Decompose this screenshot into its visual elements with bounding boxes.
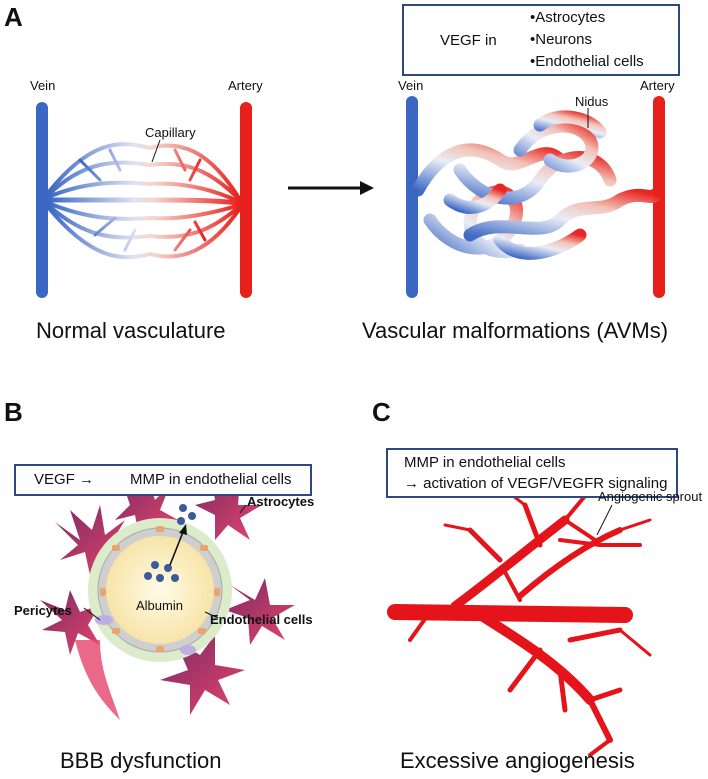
panel-b-letter: B bbox=[4, 397, 23, 427]
vein-left-label: Vein bbox=[30, 78, 56, 93]
vegf-arrow-text: VEGF → bbox=[34, 471, 95, 488]
angiogenic-vessel-tree bbox=[387, 468, 652, 757]
panel-c-letter: C bbox=[372, 397, 391, 427]
caption-vascular-malformations: Vascular malformations (AVMs) bbox=[362, 318, 669, 343]
artery-right-label: Artery bbox=[640, 78, 675, 93]
caption-excessive-angiogenesis: Excessive angiogenesis bbox=[400, 748, 635, 773]
endothelial-cells-ring bbox=[100, 526, 220, 652]
albumin-leak-arrow bbox=[169, 524, 187, 566]
endothelial-pointer bbox=[204, 611, 219, 619]
pericytes-label: Pericytes bbox=[14, 603, 72, 618]
albumin-dots bbox=[144, 504, 196, 582]
endothelial-cells-label: Endothelial cells bbox=[210, 612, 313, 627]
vein-right-vessel bbox=[406, 96, 418, 298]
transition-arrow bbox=[288, 181, 374, 195]
capillary-network bbox=[45, 142, 243, 260]
panel-a-letter: A bbox=[4, 2, 23, 32]
vegf-mmp-box bbox=[14, 464, 312, 496]
albumin-label: Albumin bbox=[136, 598, 183, 613]
angiogenic-sprout-label: Angiogenic sprout bbox=[598, 489, 703, 504]
blood-vessel-ring bbox=[88, 518, 232, 662]
box-item-astrocytes: •Astrocytes bbox=[530, 9, 606, 26]
caption-normal-vasculature: Normal vasculature bbox=[36, 318, 226, 343]
vein-left-vessel bbox=[36, 102, 48, 298]
mmp-endothelial-c-text: MMP in endothelial cells bbox=[404, 454, 566, 471]
artery-left-label: Artery bbox=[228, 78, 263, 93]
astrocytes-pointer bbox=[239, 504, 247, 514]
vegf-expression-box bbox=[402, 4, 680, 76]
capillary-pointer bbox=[151, 139, 161, 163]
astrocyte-process bbox=[75, 640, 120, 720]
artery-left-vessel bbox=[240, 102, 252, 298]
astrocytes-label: Astrocytes bbox=[247, 494, 315, 509]
nidus-label: Nidus bbox=[575, 94, 609, 109]
caption-bbb-dysfunction: BBB dysfunction bbox=[60, 748, 222, 773]
box-item-endothelial-cells: •Endothelial cells bbox=[530, 53, 644, 70]
vegfr-activation-text: → activation of VEGF/VEGFR signaling bbox=[404, 475, 668, 492]
vein-right-label: Vein bbox=[398, 78, 424, 93]
box-item-neurons: •Neurons bbox=[530, 31, 592, 48]
vegf-in-label: VEGF in bbox=[440, 32, 497, 49]
mmp-endothelial-text: MMP in endothelial cells bbox=[130, 471, 292, 488]
sprout-pointer bbox=[596, 504, 613, 536]
mmp-vegfr-box bbox=[386, 448, 678, 498]
capillary-label: Capillary bbox=[145, 125, 196, 140]
pericytes-pointer bbox=[83, 607, 101, 621]
pericyte-blobs bbox=[95, 615, 196, 655]
avm-nidus-tangle bbox=[411, 110, 662, 260]
